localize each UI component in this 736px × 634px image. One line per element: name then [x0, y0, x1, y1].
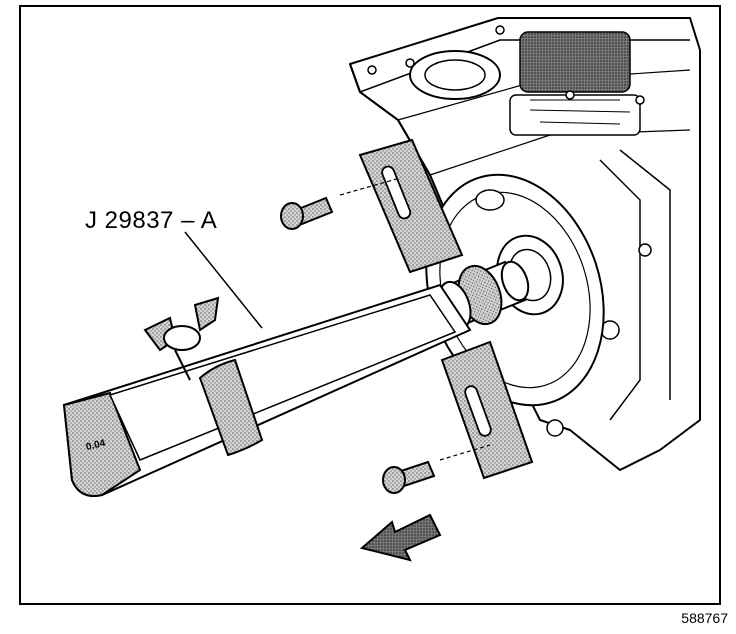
- upper-bolt: [280, 177, 401, 230]
- figure-frame: [19, 5, 721, 605]
- lower-bracket-plate: [440, 340, 534, 480]
- gauge-tool: [62, 283, 472, 497]
- tool-label: J 29837 – A: [85, 207, 218, 234]
- label-leader-line: [184, 231, 263, 329]
- arrow-lower-left-icon: [359, 513, 442, 562]
- lower-bolt: [382, 444, 491, 494]
- figure-number: 588767: [681, 610, 728, 626]
- upper-bracket-plate: [358, 138, 464, 274]
